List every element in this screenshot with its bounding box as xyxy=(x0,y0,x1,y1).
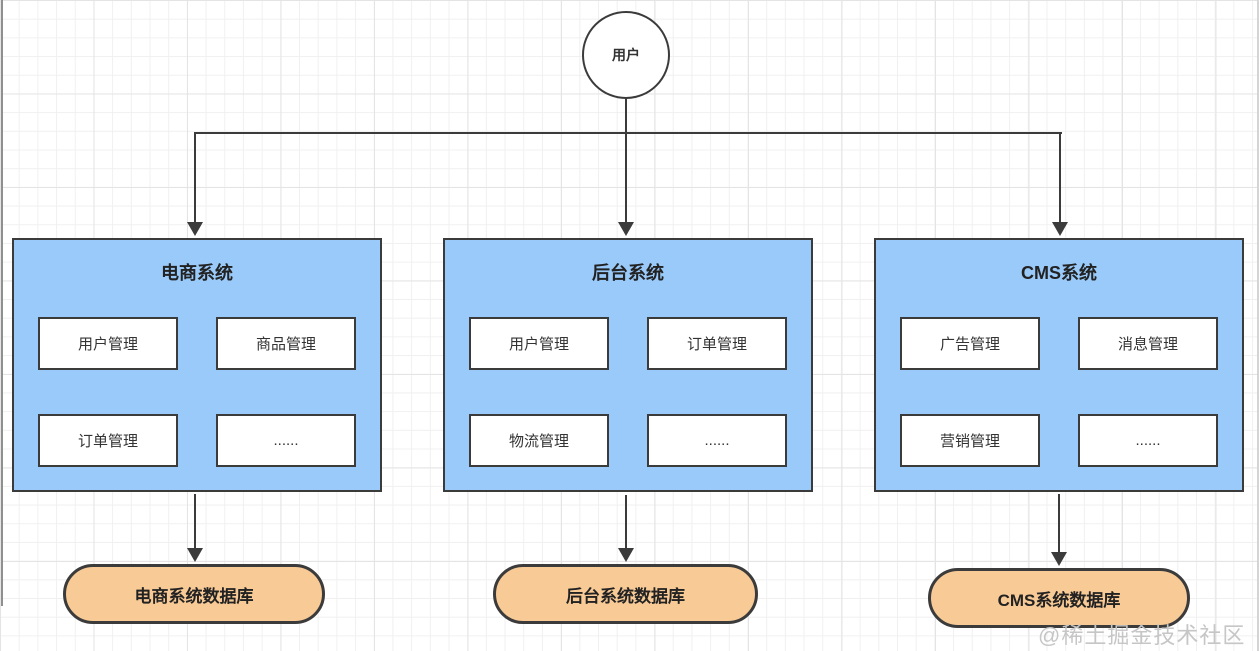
arrowhead-ecommerce-db xyxy=(187,548,203,562)
connector-to-backend xyxy=(625,134,627,224)
arrowhead-to-backend xyxy=(618,222,634,236)
system-title: 电商系统 xyxy=(161,263,233,283)
page-border-left xyxy=(1,0,3,606)
database-node-backend: 后台系统数据库 xyxy=(493,564,758,624)
module-box: 用户管理 xyxy=(38,317,178,370)
module-box: 订单管理 xyxy=(38,414,178,467)
connector-cms-to-db xyxy=(1058,494,1060,552)
module-box: 营销管理 xyxy=(900,414,1040,467)
page-border-right xyxy=(1257,0,1259,651)
connector-ecommerce-to-db xyxy=(194,494,196,550)
module-box: 广告管理 xyxy=(900,317,1040,370)
module-box: 用户管理 xyxy=(469,317,609,370)
connector-to-cms xyxy=(1059,132,1061,224)
module-box: 消息管理 xyxy=(1078,317,1218,370)
arrowhead-backend-db xyxy=(618,548,634,562)
watermark-text: @稀土掘金技术社区 xyxy=(1038,623,1246,648)
connector-backend-to-db xyxy=(625,495,627,550)
module-box: 商品管理 xyxy=(216,317,356,370)
module-box: 订单管理 xyxy=(647,317,787,370)
connector-user-stem xyxy=(625,99,627,134)
user-node-label: 用户 xyxy=(612,47,640,63)
database-node-ecommerce: 电商系统数据库 xyxy=(63,564,325,624)
database-node-cms: CMS系统数据库 xyxy=(928,568,1190,628)
module-box: ...... xyxy=(647,414,787,467)
module-box: 物流管理 xyxy=(469,414,609,467)
module-box: ...... xyxy=(1078,414,1218,467)
connector-to-ecommerce xyxy=(194,132,196,224)
system-box-cms: CMS系统 广告管理 消息管理 营销管理 ...... xyxy=(874,238,1244,492)
arrowhead-cms-db xyxy=(1051,552,1067,566)
arrowhead-to-ecommerce xyxy=(187,222,203,236)
system-box-backend: 后台系统 用户管理 订单管理 物流管理 ...... xyxy=(443,238,813,492)
arrowhead-to-cms xyxy=(1052,222,1068,236)
connector-branch-horizontal xyxy=(194,132,1062,134)
module-box: ...... xyxy=(216,414,356,467)
system-title: CMS系统 xyxy=(1021,263,1097,283)
system-box-ecommerce: 电商系统 用户管理 商品管理 订单管理 ...... xyxy=(12,238,382,492)
user-node: 用户 xyxy=(582,11,670,99)
system-title: 后台系统 xyxy=(592,263,664,283)
